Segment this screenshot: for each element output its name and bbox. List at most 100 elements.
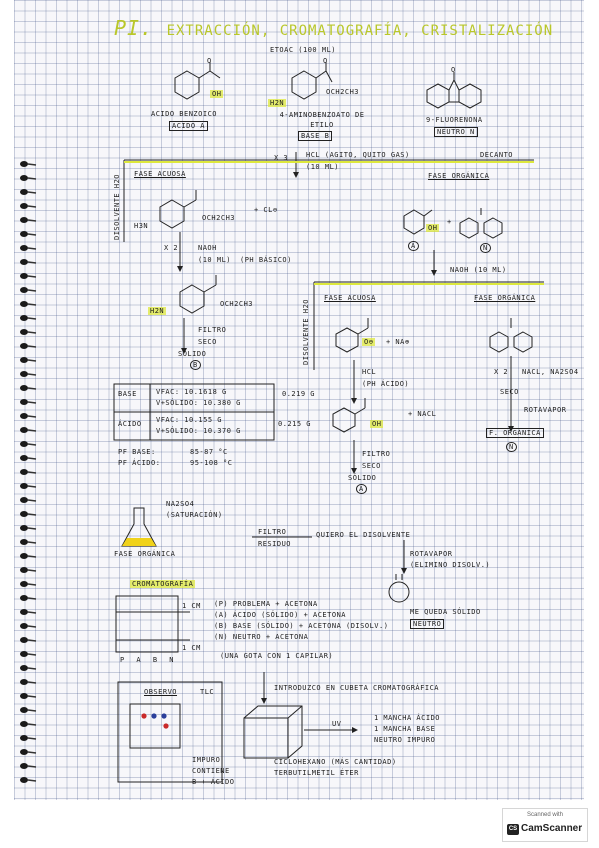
chromatography-uv: UV [332, 720, 342, 728]
organic2-multiplier: X 2 [494, 368, 509, 376]
spiral-tick [27, 191, 37, 194]
chromatography-lanes: P A B N [120, 656, 178, 664]
chromatography-below-plate3: B + ÁCIDO [192, 778, 235, 786]
spiral-tick [27, 681, 37, 684]
spiral-tick [27, 317, 37, 320]
spiral-tick [27, 555, 37, 558]
aqueous2-label: FASE ACUOSA [324, 294, 376, 302]
aqueous1-nh3: H3N [134, 222, 149, 230]
drying-residue-box: NEUTRO [410, 619, 445, 629]
chromatography-sample-a: (A) ÁCIDO (SÓLIDO) + ACETONA [214, 611, 347, 619]
drying-rotavap: ROTAVAPOR [410, 550, 453, 558]
flask-liquid [122, 538, 156, 546]
spiral-hole [20, 511, 28, 517]
spiral-hole [20, 469, 28, 475]
spiral-tick [27, 737, 37, 740]
aqueous1-product-amine: H2N [148, 307, 167, 315]
spiral-hole [20, 567, 28, 573]
organic2-reagent: NaCl, Na2SO4 [522, 368, 579, 376]
spiral-tick [27, 331, 37, 334]
drying-note: (SATURACIÓN) [166, 511, 223, 519]
spiral-hole [20, 763, 28, 769]
spiral-tick [27, 163, 37, 166]
tlc-spot-b [161, 713, 167, 719]
spiral-hole [20, 665, 28, 671]
organic1-mark-a: A [408, 241, 419, 251]
benzoate-ring [335, 327, 359, 353]
spiral-tick [27, 597, 37, 600]
spiral-hole [20, 413, 28, 419]
organic2-label: FASE ORGÁNICA [474, 294, 536, 302]
chromatography-scale-top: 1 CM [182, 602, 201, 610]
spiral-tick [27, 443, 37, 446]
chromatography-plate-label2: TLC [200, 688, 215, 696]
benzocaine-ring [291, 70, 317, 100]
chromatography-eluent2: TERBUTILMETIL ÉTER [274, 769, 359, 777]
aqueous1-naoh: NaOH [198, 244, 217, 252]
spiral-hole [20, 343, 28, 349]
spiral-tick [27, 205, 37, 208]
chromatography-below-plate: IMPURO [192, 756, 221, 764]
benzocaine-ester: OCH2CH3 [326, 88, 360, 96]
weight-acid-line1: VFAC: 10.155 G [156, 416, 223, 424]
drying-filter: FILTRO [258, 528, 287, 536]
benzocaine-salt-ring [159, 199, 185, 229]
spiral-tick [27, 177, 37, 180]
organic2-mark: N [506, 442, 517, 452]
acidify-mark: A [356, 484, 367, 494]
chromatography-scale-bottom: 1 CM [182, 644, 201, 652]
organic-a-ring [403, 209, 425, 235]
chromatography-insert: INTRODUZCO EN CUBETA CROMATOGRÁFICA [274, 684, 440, 692]
spiral-hole [20, 301, 28, 307]
fluorenone-ring-left [426, 83, 450, 109]
acidify-ph: (PH ÁCIDO) [362, 380, 410, 388]
aqueous2-anion: O⊖ [362, 338, 376, 346]
organic1-label: FASE ORGÁNICA [428, 172, 490, 180]
spiral-hole [20, 259, 28, 265]
pf-acid-label: PF ÁCIDO: [118, 459, 161, 467]
spiral-hole [20, 231, 28, 237]
spiral-hole [20, 287, 28, 293]
benzocaine-amine: H2N [268, 99, 287, 107]
title-text: EXTRACCIÓN, CROMATOGRAFÍA, CRISTALIZACIÓ… [166, 23, 554, 39]
spiral-hole [20, 539, 28, 545]
spiral-tick [27, 751, 37, 754]
spiral-hole [20, 595, 28, 601]
chromatography-sample-b: (B) BASE (SÓLIDO) + ACETONA (DISOLV.) [214, 622, 389, 630]
spiral-tick [27, 709, 37, 712]
pf-acid-value: 95-108 °C [190, 459, 233, 467]
acidify-dry: SECO [362, 462, 381, 470]
spiral-tick [27, 261, 37, 264]
spiral-hole [20, 203, 28, 209]
spiral-hole [20, 581, 28, 587]
organic2-final: F. ORGÁNICA [486, 428, 544, 438]
spiral-hole [20, 357, 28, 363]
drying-result: QUIERO EL DISOLVENTE [316, 531, 411, 539]
spiral-hole [20, 455, 28, 461]
spiral-tick [27, 345, 37, 348]
spiral-hole [20, 777, 28, 783]
fluorenone-o: O [451, 66, 456, 74]
drying-rotavap-note: (ELIMINO DISOLV.) [410, 561, 491, 569]
spiral-tick [27, 527, 37, 530]
round-flask [388, 581, 410, 603]
spiral-tick [27, 653, 37, 656]
spiral-hole [20, 217, 28, 223]
organic1-plus: + [447, 218, 452, 226]
step1-reagent: HCl (AGITO, QUITO GAS) [306, 151, 410, 159]
acidify-solid: SÓLIDO [348, 474, 377, 482]
spiral-tick [27, 541, 37, 544]
spiral-hole [20, 273, 28, 279]
spiral-tick [27, 695, 37, 698]
aqueous1-multiplier: X 2 [164, 244, 179, 252]
step2-reagent: NaOH (10 ML) [450, 266, 507, 274]
pf-base-label: PF BASE: [118, 448, 156, 456]
spiral-hole [20, 371, 28, 377]
spiral-hole [20, 245, 28, 251]
tlc-plate-sketch [115, 595, 179, 653]
spiral-hole [20, 637, 28, 643]
spiral-hole [20, 609, 28, 615]
fluorenone-name: 9-FLUORENONA [426, 116, 483, 124]
spiral-tick [27, 233, 37, 236]
acid-product-ring [332, 407, 356, 433]
